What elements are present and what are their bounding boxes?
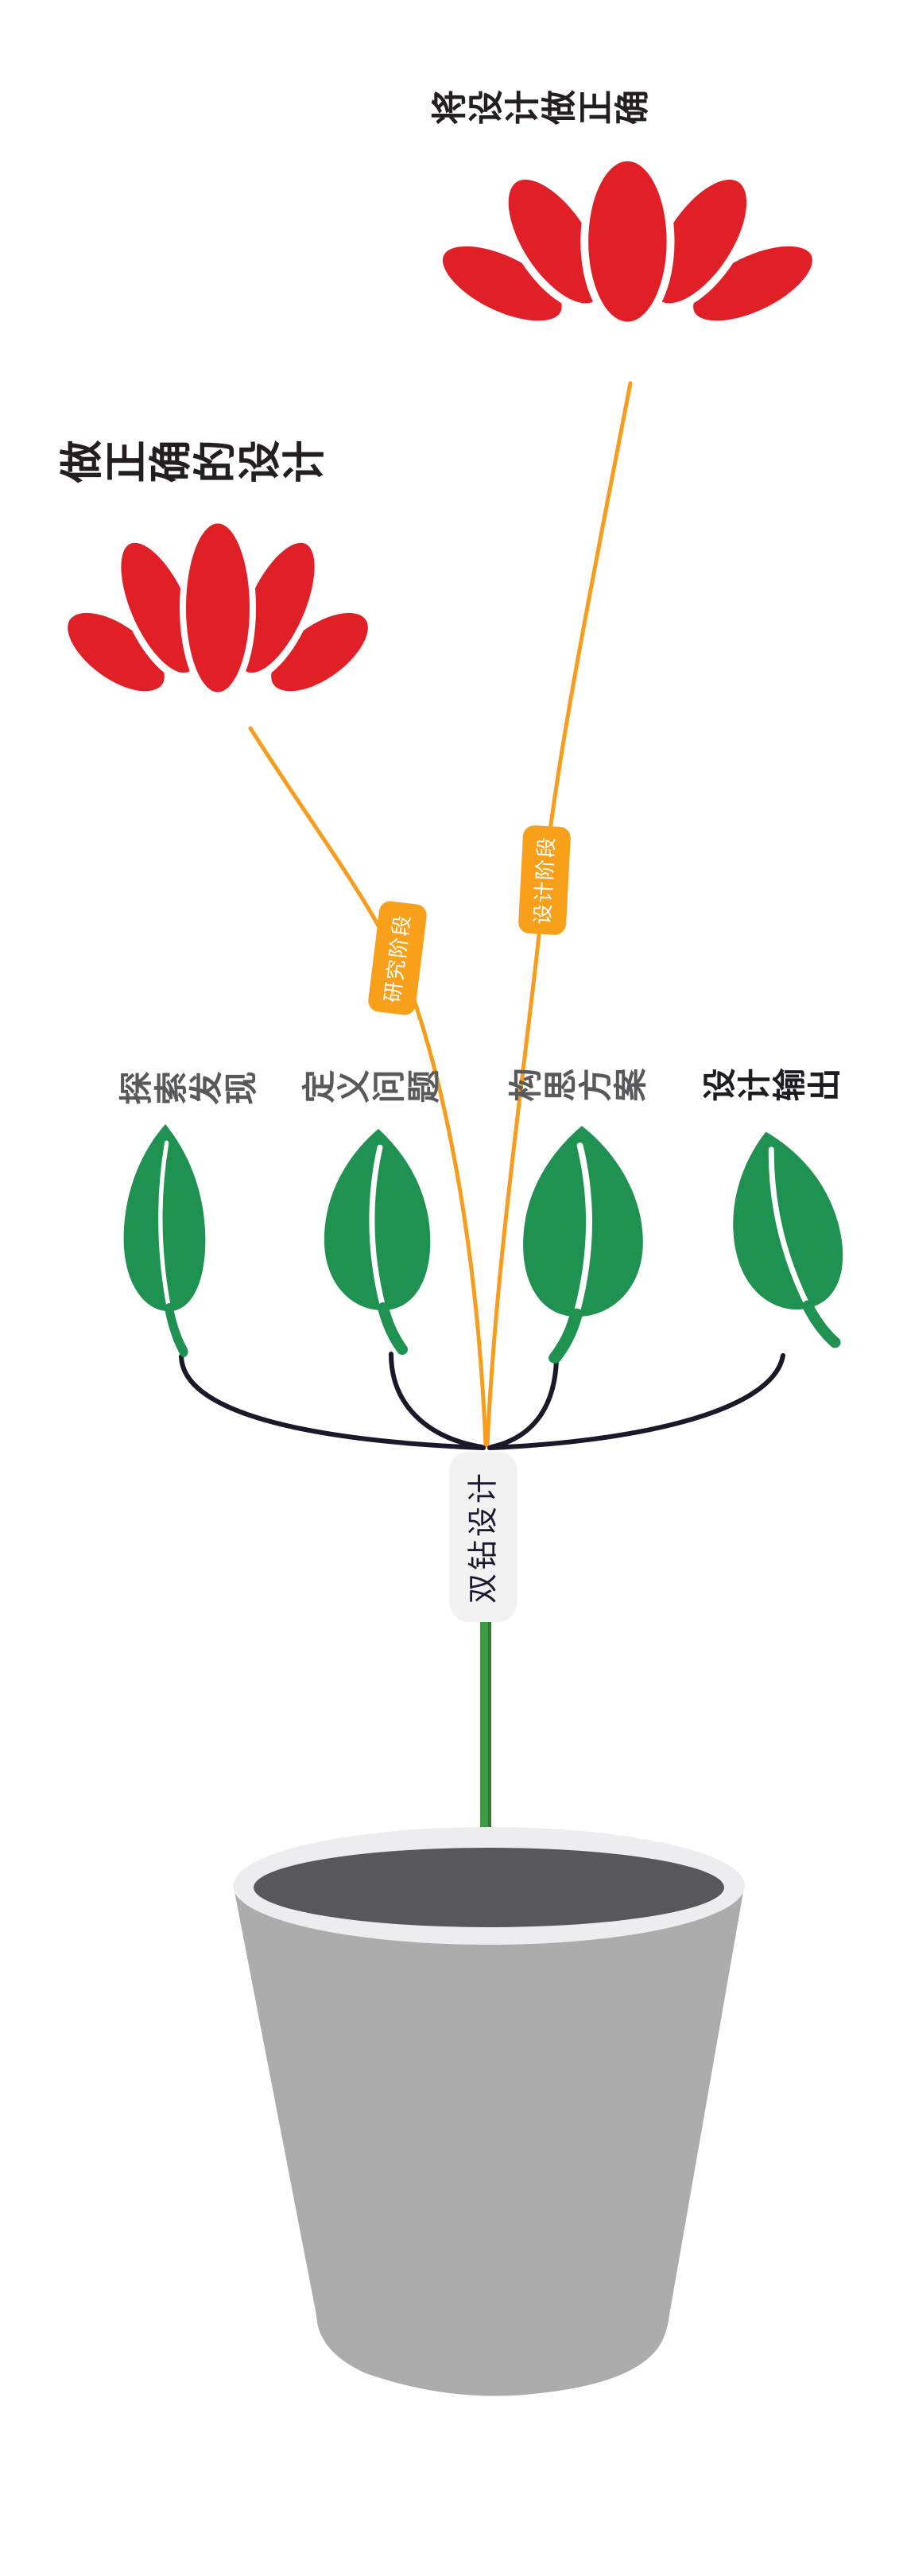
leaf-icon-output <box>713 1121 862 1359</box>
design-stage-badge: 设计阶段 <box>517 824 572 936</box>
flower-right-title: 将设计做正确 <box>431 91 650 130</box>
stem-label-pill: 双钻设计 <box>449 1452 517 1622</box>
leaf-branch-curves <box>179 1352 785 1450</box>
flowerpot-icon <box>233 1827 745 2396</box>
leaf-label-ideate: 构思方案 <box>508 1069 648 1106</box>
research-branch-curve <box>248 726 488 1448</box>
lotus-flower-icon-left <box>55 519 382 713</box>
leaf-icon-ideate <box>523 1126 643 1358</box>
flower-left-title: 做正确的设计 <box>59 442 326 490</box>
leaf-label-define: 定义问题 <box>301 1070 441 1108</box>
leaf-icon-define <box>324 1129 430 1349</box>
leaf-icon-explore <box>124 1124 206 1352</box>
lotus-flower-icon-right <box>427 157 829 342</box>
stem <box>480 1618 491 1829</box>
leaf-label-explore: 探索发现 <box>118 1072 258 1109</box>
leaf-label-output: 设计输出 <box>702 1069 842 1106</box>
